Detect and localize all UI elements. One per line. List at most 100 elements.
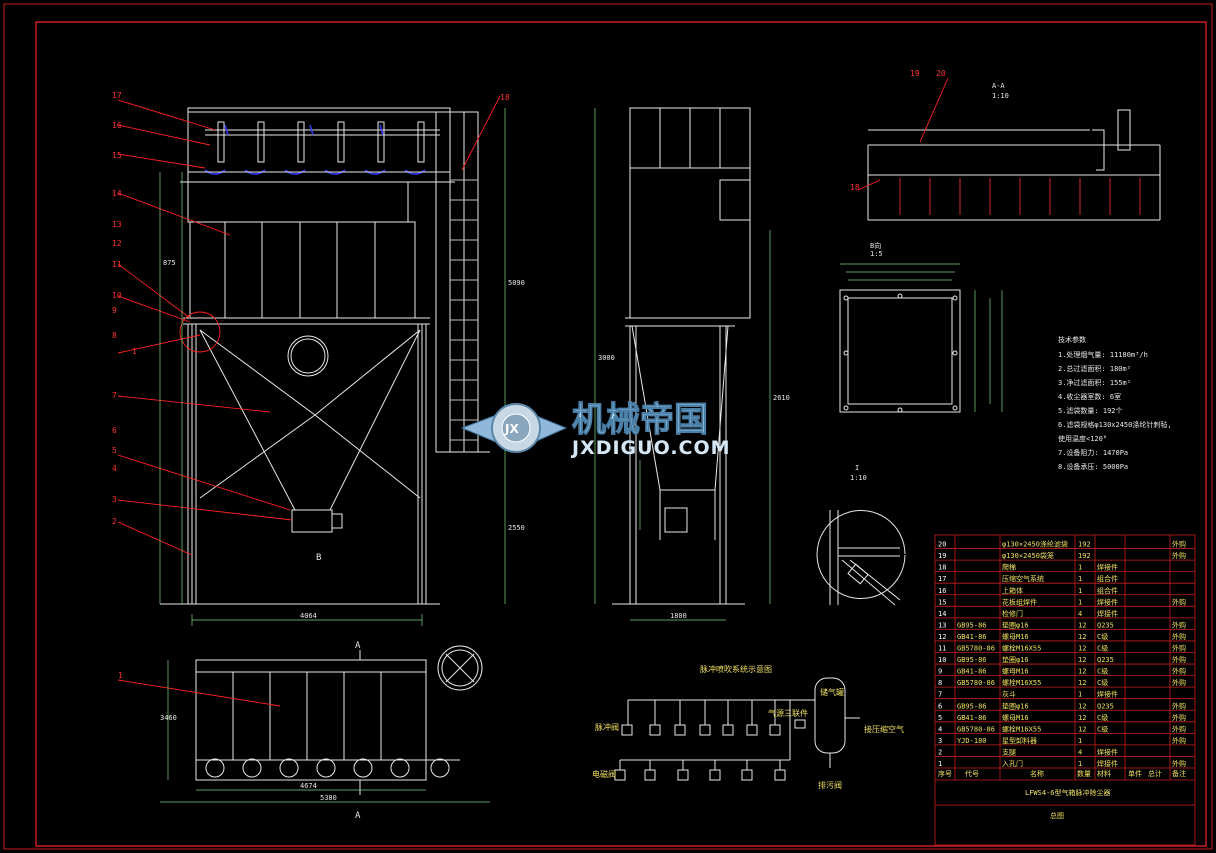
detail-b bbox=[839, 289, 961, 413]
header-unit: 单件 bbox=[1128, 769, 1142, 778]
leader-12: 12 bbox=[112, 239, 122, 248]
header-code: 代号 bbox=[965, 769, 979, 778]
leader-1: 1 bbox=[132, 347, 137, 356]
table-cell: 12 bbox=[1078, 725, 1086, 733]
pulse-diagram bbox=[614, 677, 860, 781]
leader-13: 13 bbox=[112, 220, 122, 229]
section-label-a-bottom: A bbox=[355, 811, 361, 821]
plan-view-dimensions bbox=[160, 660, 490, 803]
table-cell: 外购 bbox=[1172, 632, 1186, 641]
table-cell: 192 bbox=[1078, 552, 1091, 560]
pulse-diagram-title: 脉冲喷吹系统示意图 bbox=[700, 664, 772, 674]
table-cell: GB41-86 bbox=[957, 668, 987, 676]
detail-a-leader-20: 20 bbox=[936, 69, 946, 78]
table-cell: 18 bbox=[938, 564, 946, 572]
watermark-badge: JX bbox=[504, 422, 519, 436]
pulse-label-valve: 脉冲阀 bbox=[595, 722, 619, 732]
table-cell: 外购 bbox=[1172, 736, 1186, 745]
section-marker-b: B bbox=[316, 553, 321, 563]
table-cell: C级 bbox=[1097, 667, 1108, 676]
table-cell: 1 bbox=[1078, 564, 1082, 572]
tech-params: 技术参数 1.处理烟气量: 11180m³/h 2.总过滤面积: 180m² 3… bbox=[1058, 335, 1172, 471]
table-cell: 1 bbox=[1078, 691, 1082, 699]
header-material: 材料 bbox=[1097, 769, 1111, 778]
table-cell: GB5780-86 bbox=[957, 645, 995, 653]
table-cell: 垫圈φ16 bbox=[1002, 655, 1029, 664]
table-cell: C级 bbox=[1097, 678, 1108, 687]
table-cell: 外购 bbox=[1172, 759, 1186, 768]
detail-a-leader-19: 19 bbox=[910, 69, 920, 78]
plan-view bbox=[195, 645, 483, 795]
table-cell: 4 bbox=[1078, 610, 1082, 618]
header-qty: 数量 bbox=[1077, 769, 1091, 778]
table-cell: 外购 bbox=[1172, 620, 1186, 629]
table-cell: 组合件 bbox=[1097, 574, 1118, 583]
table-cell: 外购 bbox=[1172, 655, 1186, 664]
pulse-label-triplet: 气源三联件 bbox=[768, 708, 808, 718]
table-cell: C级 bbox=[1097, 644, 1108, 653]
header-name: 名称 bbox=[1030, 769, 1044, 778]
title-block-sub: 总图 bbox=[1050, 811, 1064, 820]
plan-width-dim-1: 4674 bbox=[300, 782, 317, 790]
watermark: JX 机械帝国 JXDIGUO.COM bbox=[460, 400, 730, 459]
tech-param-6: 6.滤袋规格φ130x2450涤纶针刺毡, bbox=[1058, 420, 1172, 429]
leader-5: 5 bbox=[112, 446, 117, 455]
table-cell: GB41-86 bbox=[957, 633, 987, 641]
front-view-leader-labels: 17 16 15 14 13 12 11 10 9 8 7 6 5 4 3 2 … bbox=[112, 91, 510, 526]
table-cell: 外购 bbox=[1172, 713, 1186, 722]
table-cell: 1 bbox=[1078, 737, 1082, 745]
pulse-label-solenoid: 电磁阀 bbox=[592, 769, 616, 779]
table-cell: 12 bbox=[1078, 656, 1086, 664]
leader-8: 8 bbox=[112, 331, 117, 340]
table-cell: Q235 bbox=[1097, 621, 1114, 629]
table-cell: 焊接件 bbox=[1097, 597, 1118, 606]
table-cell: 焊接件 bbox=[1097, 747, 1118, 756]
table-cell: 16 bbox=[938, 587, 946, 595]
table-cell: C级 bbox=[1097, 724, 1108, 733]
table-cell: 螺栓M16X55 bbox=[1002, 724, 1041, 733]
tech-param-4: 4.收尘器室数: 6室 bbox=[1058, 392, 1121, 401]
detail-a-leaders bbox=[857, 77, 949, 191]
inner-frame bbox=[35, 21, 1207, 847]
table-cell: C级 bbox=[1097, 632, 1108, 641]
detail-a-leader-18: 18 bbox=[850, 183, 860, 192]
table-cell: 1 bbox=[938, 760, 942, 768]
tech-params-title: 技术参数 bbox=[1058, 335, 1086, 344]
tech-param-3: 3.净过滤面积: 155m² bbox=[1058, 378, 1131, 387]
leader-17: 17 bbox=[112, 91, 122, 100]
table-cell: 外购 bbox=[1172, 551, 1186, 560]
table-cell: YJD-180 bbox=[957, 737, 987, 745]
table-cell: 焊接件 bbox=[1097, 759, 1118, 768]
plan-leader-1: 1 bbox=[118, 671, 123, 680]
table-cell: 螺母M16 bbox=[1002, 713, 1029, 722]
detail-a-a bbox=[867, 109, 1161, 221]
front-height-dim-1: 5090 bbox=[508, 279, 525, 287]
front-width-dim: 4064 bbox=[300, 612, 317, 620]
table-cell: 12 bbox=[1078, 633, 1086, 641]
table-cell: 4 bbox=[938, 725, 942, 733]
table-cell: Q235 bbox=[1097, 702, 1114, 710]
front-height-dim-2: 2550 bbox=[508, 524, 525, 532]
table-cell: 2 bbox=[938, 748, 942, 756]
leader-16: 16 bbox=[112, 121, 122, 130]
table-cell: 3 bbox=[938, 737, 942, 745]
front-view-leaders bbox=[117, 95, 501, 556]
watermark-cn: 机械帝国 bbox=[572, 400, 708, 440]
detail-i bbox=[816, 510, 906, 606]
tech-param-7: 使用温度<120° bbox=[1058, 434, 1107, 443]
side-view-dimensions bbox=[594, 108, 771, 621]
detail-b-scale: 1:5 bbox=[870, 250, 883, 258]
table-cell: 灰斗 bbox=[1002, 690, 1016, 699]
table-cell: 入孔门 bbox=[1002, 759, 1023, 768]
table-cell: 螺母M16 bbox=[1002, 632, 1029, 641]
table-cell: 4 bbox=[1078, 748, 1082, 756]
tech-param-2: 2.总过滤面积: 180m² bbox=[1058, 364, 1131, 373]
table-cell: 螺母M16 bbox=[1002, 667, 1029, 676]
tech-param-8: 7.设备阻力: 1470Pa bbox=[1058, 448, 1128, 457]
table-cell: 6 bbox=[938, 702, 942, 710]
